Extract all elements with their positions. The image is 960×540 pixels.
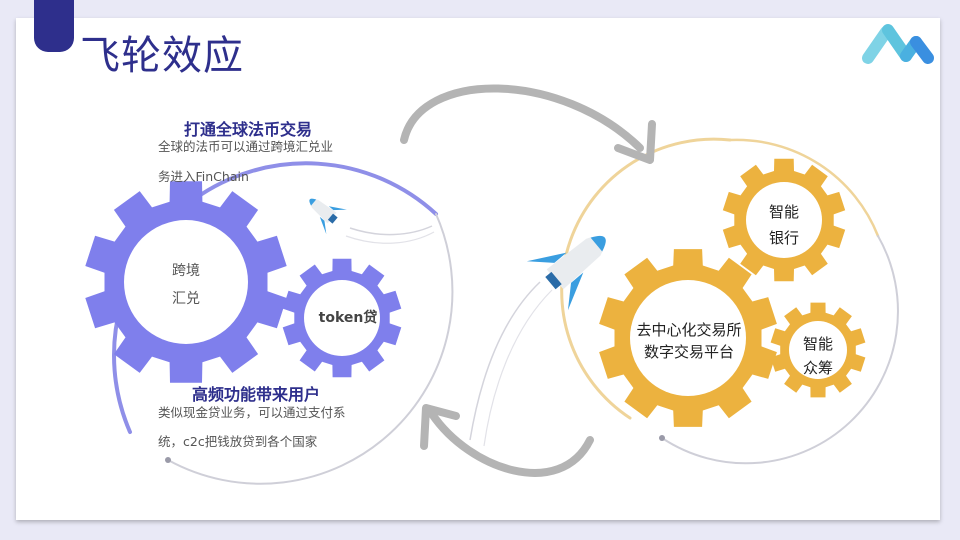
exchange-gear-label-line2: 数字交易平台 (643, 343, 734, 361)
right-circle-outline (560, 137, 899, 465)
big-gear-label-line1: 跨境 (172, 263, 200, 279)
top-heading: 打通全球法币交易 (184, 120, 313, 139)
crowdfund-gear-label-line1: 智能 (802, 335, 833, 353)
crowdfund-gear-label-line2: 众筹 (802, 359, 833, 377)
crowdfund-gear (770, 302, 866, 398)
bottom-desc-line1: 类似现金贷业务，可以通过支付系 (158, 405, 346, 420)
bottom-heading: 高频功能带来用户 (192, 385, 321, 404)
small-gear-label: token贷 (318, 310, 378, 326)
exchange-gear (599, 249, 777, 427)
rocket-icon (526, 235, 606, 311)
logo-icon (862, 24, 934, 64)
token-loan-gear (282, 258, 402, 378)
bank-gear-label-line2: 银行 (768, 229, 799, 247)
corner-tab (34, 0, 74, 52)
curved-arrow-icon (420, 404, 594, 477)
page-title: 飞轮效应 (80, 33, 244, 79)
bottom-desc-line2: 统，c2c把钱放贷到各个国家 (158, 434, 318, 449)
exchange-gear-label-line1: 去中心化交易所 (636, 321, 742, 339)
cross-border-gear (85, 181, 287, 383)
bank-gear-label-line1: 智能 (768, 203, 799, 221)
rocket-icon (309, 198, 347, 235)
top-desc-line1: 全球的法币可以通过跨境汇兑业 (158, 139, 334, 154)
big-gear-label-line2: 汇兑 (172, 291, 200, 307)
curved-arrow-icon (400, 84, 656, 164)
top-desc-line2: 务进入FinChain (158, 169, 249, 184)
smart-bank-gear (722, 158, 846, 282)
